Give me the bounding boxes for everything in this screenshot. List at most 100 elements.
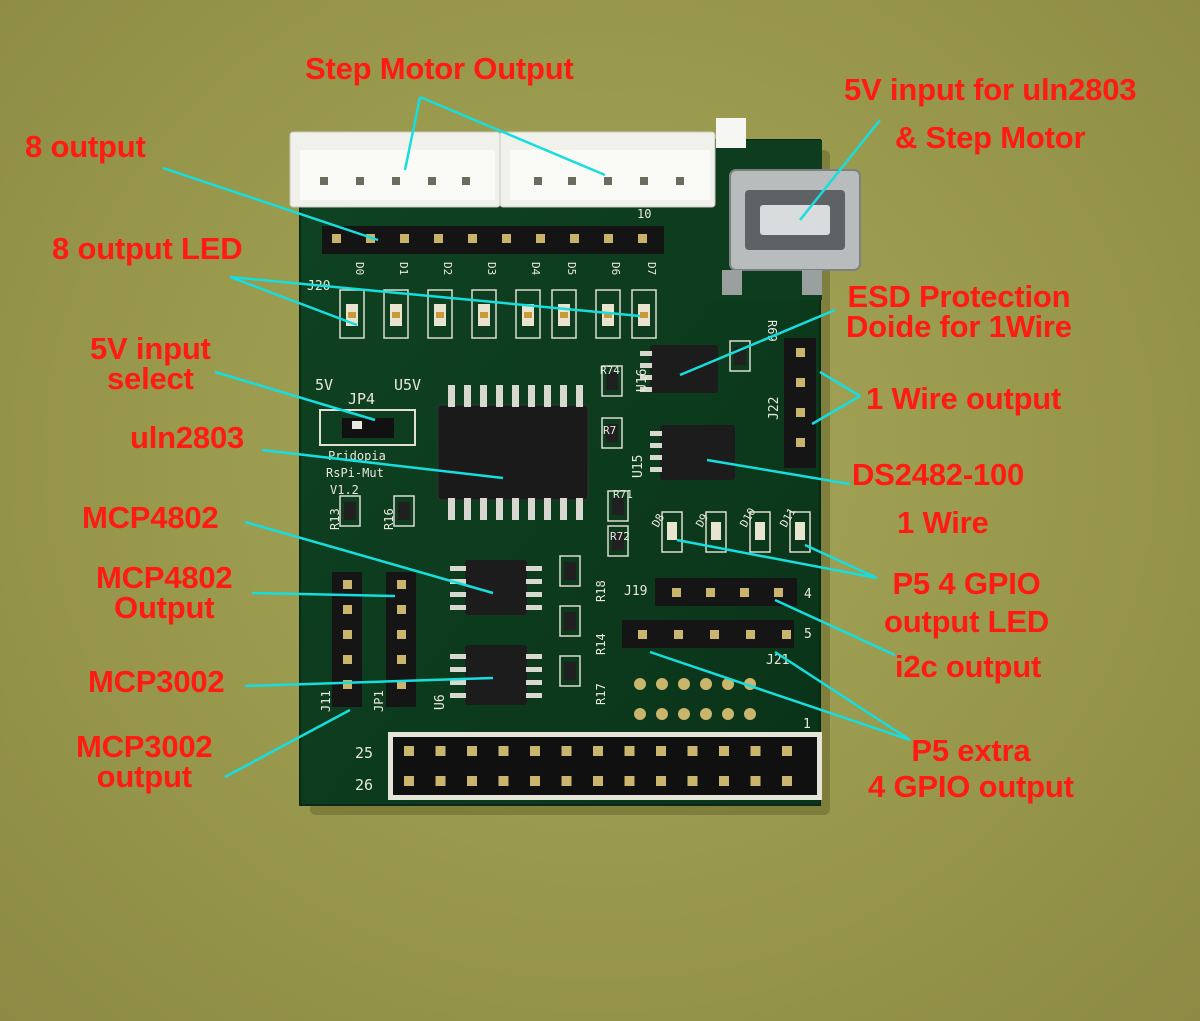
silk-r71: R71 (613, 488, 633, 501)
pointer-lines (162, 95, 911, 779)
silk-model: RsPi-Mut (326, 466, 384, 480)
silk-pin-4: 4 (804, 587, 812, 602)
led-die (348, 312, 356, 318)
led-outline (515, 289, 541, 339)
j22-header (784, 338, 816, 468)
via-pad (656, 678, 668, 690)
silk-pin-26: 26 (355, 776, 373, 794)
silk-ten: 10 (637, 207, 651, 221)
header-pin (468, 234, 477, 243)
gpio-pin (687, 746, 698, 756)
gpio-pin (624, 746, 635, 756)
chip-pin (560, 498, 567, 520)
jp1-pin (397, 580, 406, 589)
led-die (560, 312, 568, 318)
chip-pin (544, 385, 551, 407)
gpio-pin (435, 746, 446, 756)
led-die (604, 312, 612, 318)
usb-mini-connector (722, 169, 861, 295)
j21-pin (710, 630, 719, 639)
label-5v-input-uln2803-line2: & Step Motor (894, 120, 1086, 155)
gpio-pin (687, 776, 698, 786)
silk-jp1: JP1 (372, 690, 386, 712)
j22-pin (796, 438, 805, 447)
gpio-pin (467, 746, 477, 756)
chip-pin (640, 375, 652, 380)
silk-5v: 5V (315, 376, 333, 394)
label-esd-protection-line2: Doide for 1Wire (846, 309, 1072, 344)
led-die (392, 312, 400, 318)
gpio-pin (656, 746, 666, 756)
silk-led-label: D5 (565, 262, 578, 275)
j11-pin (343, 605, 352, 614)
resistor-outline (559, 655, 581, 687)
chip-pin (450, 667, 466, 672)
label-mcp4802-output-line1: MCP4802 (96, 560, 233, 595)
chip-pin (512, 498, 519, 520)
gpio-led-outline (749, 511, 771, 553)
via-pad (744, 708, 756, 720)
label-8-output-led: 8 output LED (52, 231, 243, 266)
uln2803-chip (437, 385, 589, 520)
u16-chip (650, 345, 718, 393)
gpio-led-outline (661, 511, 683, 553)
gpio-pin (719, 746, 729, 756)
silk-pin-5: 5 (804, 627, 812, 642)
label-p5-extra-line1: P5 extra (911, 733, 1031, 768)
gpio-pin (530, 746, 540, 756)
resistor (612, 532, 624, 550)
gpio-pin (593, 776, 603, 786)
j21-pin (746, 630, 755, 639)
label-i2c-output: i2c output (895, 649, 1042, 684)
label-p5-gpio-led-line1: P5 4 GPIO (892, 566, 1041, 601)
chip-pin (450, 566, 466, 571)
step-motor-connectors (289, 118, 746, 208)
silk-u16: U16 (635, 369, 650, 392)
gpio-pin (498, 746, 509, 756)
j21-pin (782, 630, 791, 639)
gpio-pin (498, 776, 509, 786)
chip-pin (560, 385, 567, 407)
jp4-jumper (319, 409, 416, 446)
label-5v-input-select-line2: select (106, 361, 194, 396)
output-pin-header (322, 226, 664, 254)
label-esd-protection: ESD Protection Doide for 1Wire (846, 281, 1072, 344)
gpio-led-outline (789, 511, 811, 553)
gpio-pin (782, 776, 792, 786)
jp1-pin (397, 680, 406, 689)
label-uln2803: uln2803 (130, 420, 245, 455)
label-p5-4-gpio-output-led: P5 4 GPIO output LED (884, 565, 1049, 641)
resistor-outline (393, 495, 415, 527)
chip-pin (448, 498, 455, 520)
j11-pin (343, 680, 352, 689)
resistor-outline (559, 605, 581, 637)
resistor-outline (607, 490, 629, 522)
chip-pin (526, 654, 542, 659)
silk-r18: R18 (594, 580, 608, 602)
led-outline (471, 289, 497, 339)
chip-pin (450, 693, 466, 698)
chip-pin (640, 363, 652, 368)
label-5v-input-select-line1: 5V input (90, 331, 211, 366)
led-die (640, 312, 648, 318)
chip-pin (576, 498, 583, 520)
chip-pin (526, 693, 542, 698)
via-pad (634, 708, 646, 720)
resistor (612, 497, 624, 515)
label-step-motor-output: Step Motor Output (305, 51, 574, 86)
header-pin (400, 234, 409, 243)
gpio-led (795, 522, 805, 540)
mcp3002-chip (465, 645, 527, 705)
j19-pin (672, 588, 681, 597)
silk-gpio-led-label: D8 (649, 512, 667, 530)
silk-version: V1.2 (330, 483, 359, 497)
j19-pin (740, 588, 749, 597)
resistor (606, 372, 618, 390)
via-pad (634, 678, 646, 690)
j11-pin (343, 630, 352, 639)
gpio-led-outline (705, 511, 727, 553)
label-mcp4802-output: MCP4802 Output (96, 560, 233, 623)
jp1-pin (397, 605, 406, 614)
chip-pin (496, 385, 503, 407)
chip-pin (640, 387, 652, 392)
